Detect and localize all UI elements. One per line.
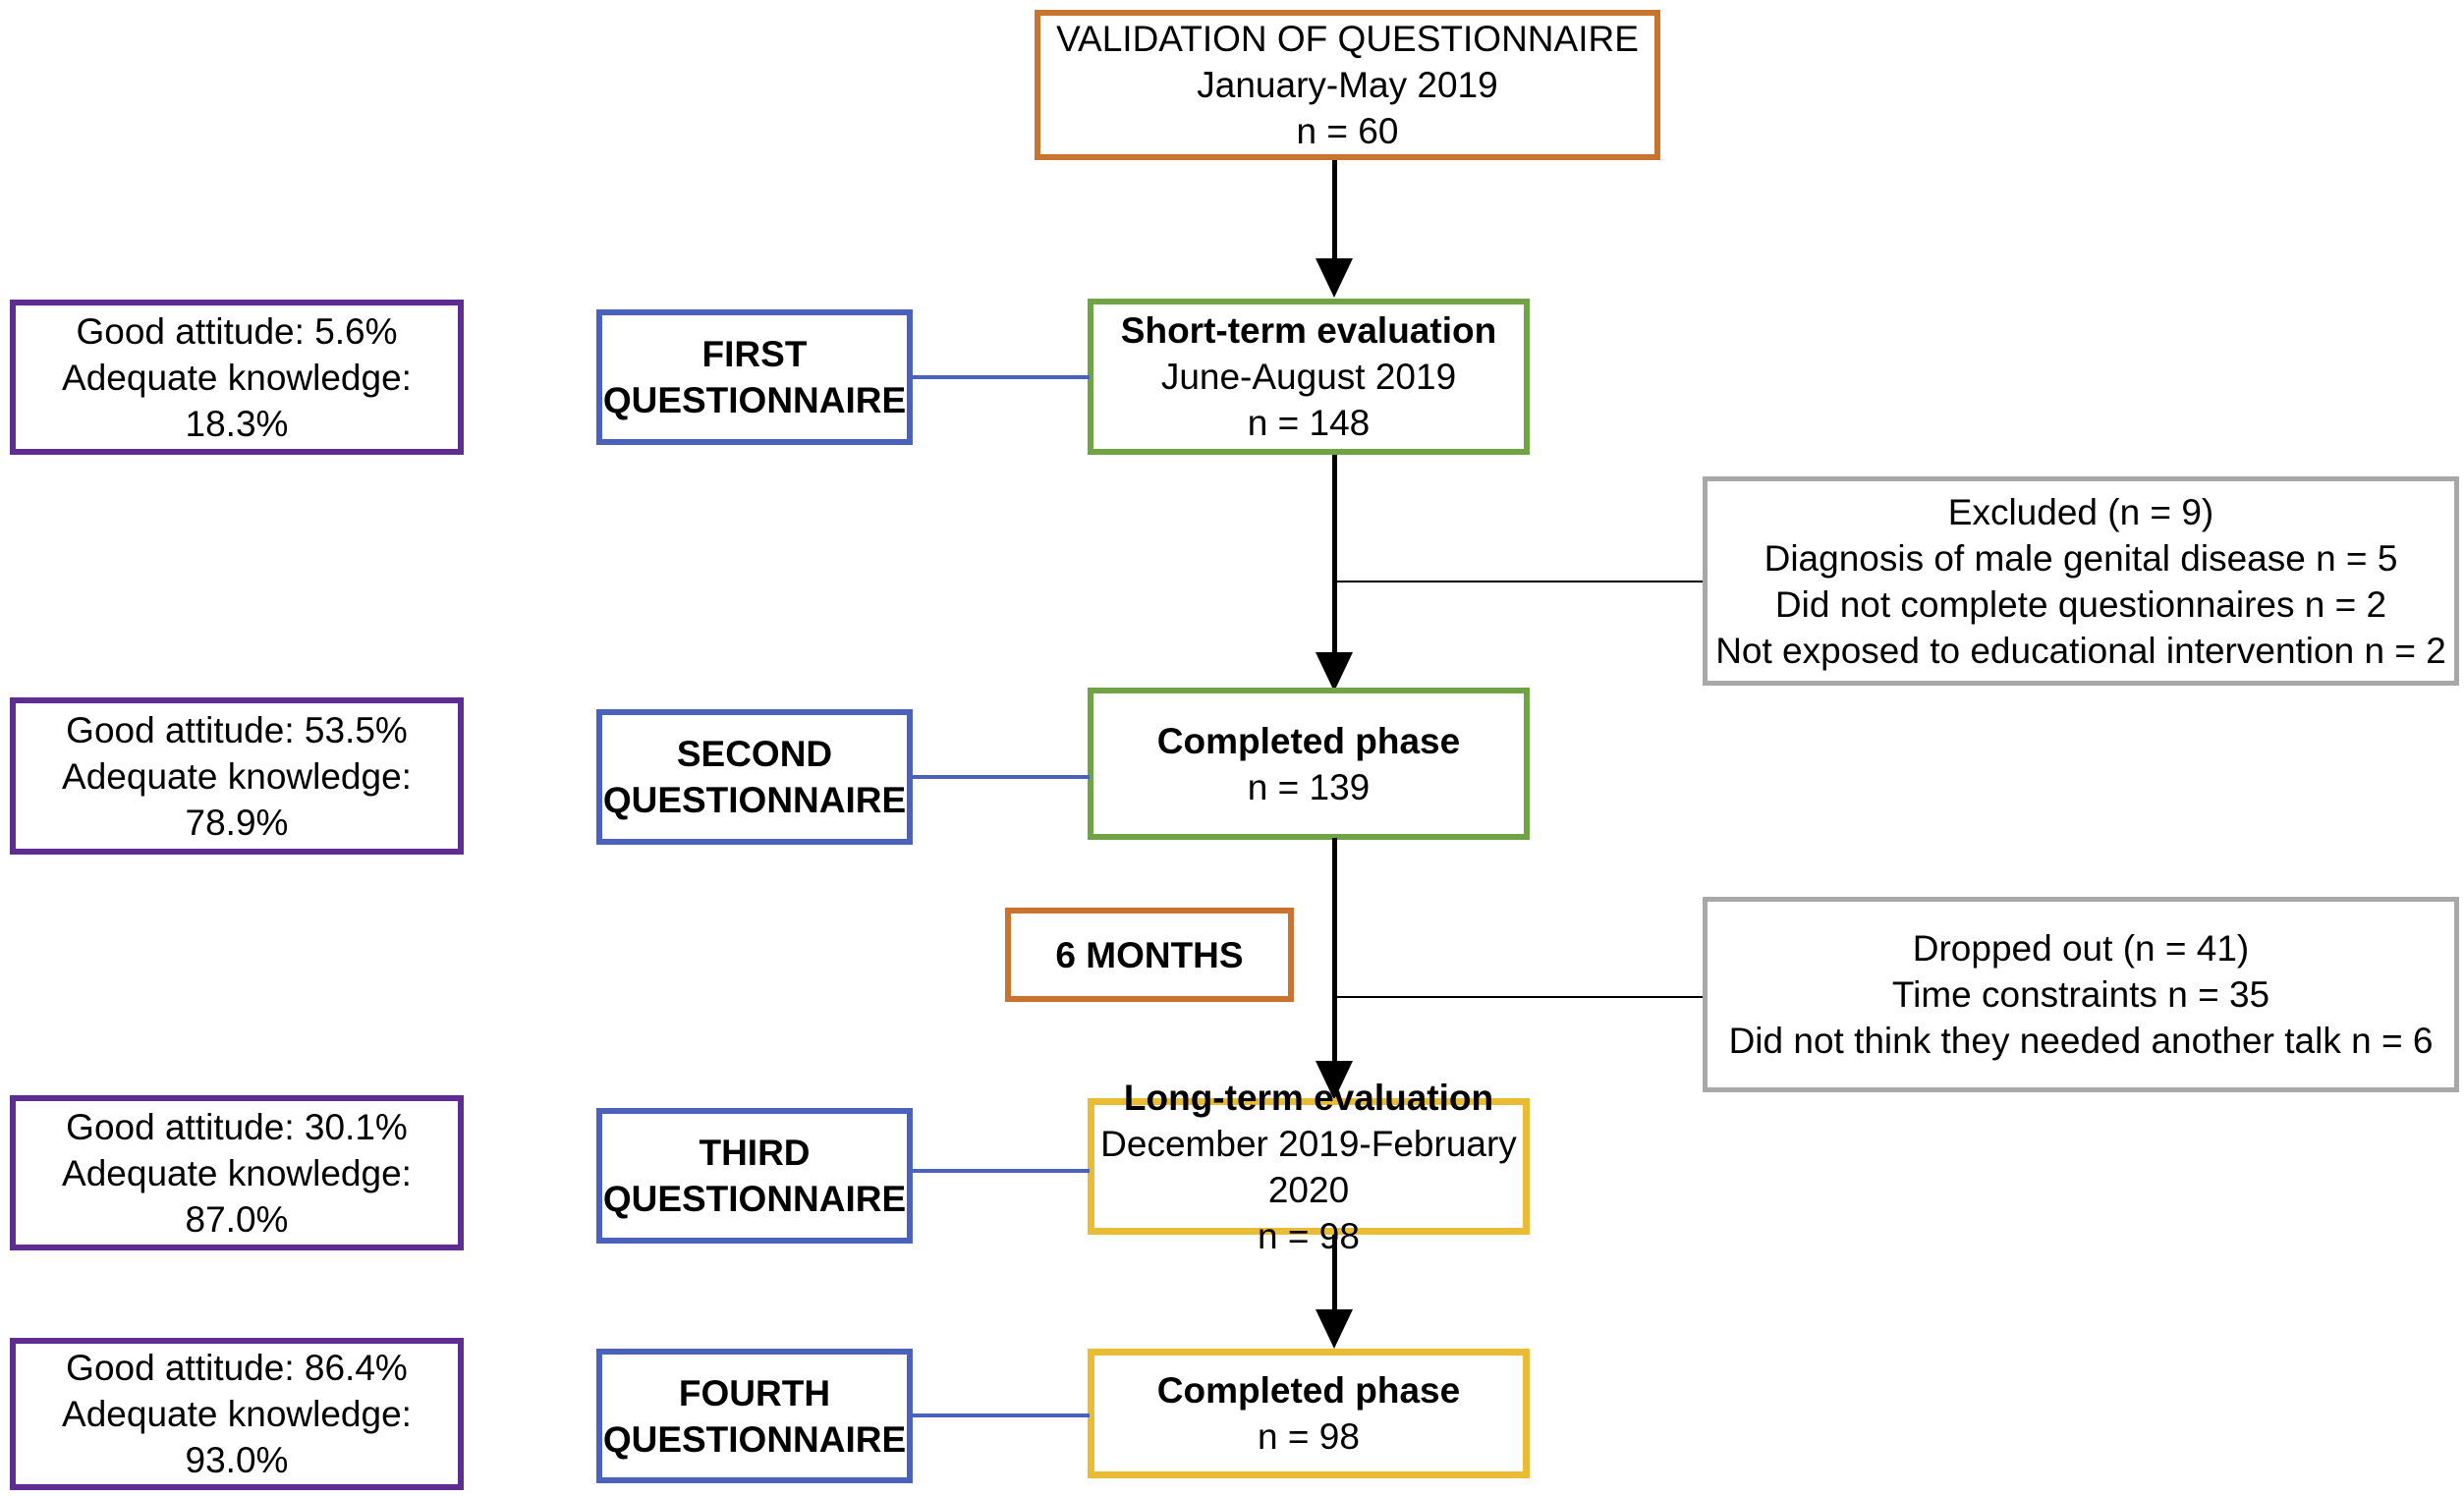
dropped-out-line-3: Did not think they needed another talk n…: [1728, 1021, 2434, 1061]
excluded-box: Excluded (n = 9) Diagnosis of male genit…: [1703, 476, 2459, 686]
results-1-knowledge: Adequate knowledge: 18.3%: [62, 357, 412, 444]
completed-phase-1-n: n = 139: [1247, 766, 1371, 807]
questionnaire-4-line-1: FOURTH: [678, 1372, 831, 1413]
branch-line-excluded: [1334, 581, 1703, 582]
connector-line-2: [911, 775, 1090, 779]
questionnaire-3-line-1: THIRD: [699, 1133, 811, 1173]
long-term-date: December 2019-February 2020: [1100, 1123, 1517, 1210]
excluded-line-1: Excluded (n = 9): [1947, 491, 2214, 532]
questionnaire-4-box: FOURTH QUESTIONNAIRE: [596, 1349, 913, 1483]
results-1-box: Good attitude: 5.6% Adequate knowledge: …: [10, 300, 464, 455]
completed-phase-2-n: n = 98: [1258, 1416, 1360, 1457]
flow-arrow-2-head: [1316, 652, 1353, 692]
validation-box: VALIDATION OF QUESTIONNAIRE January-May …: [1035, 10, 1660, 160]
results-2-knowledge: Adequate knowledge: 78.9%: [62, 755, 412, 843]
branch-line-dropped-out: [1334, 996, 1703, 998]
six-months-box: 6 MONTHS: [1005, 908, 1294, 1002]
short-term-evaluation-box: Short-term evaluation June-August 2019 n…: [1088, 299, 1530, 455]
validation-date: January-May 2019: [1197, 65, 1498, 105]
flow-arrow-1-stem: [1332, 160, 1337, 261]
completed-phase-1-box: Completed phase n = 139: [1088, 688, 1530, 840]
results-3-attitude: Good attitude: 30.1%: [66, 1106, 408, 1147]
questionnaire-2-line-1: SECOND: [676, 734, 833, 774]
results-2-box: Good attitude: 53.5% Adequate knowledge:…: [10, 697, 464, 855]
completed-phase-1-title: Completed phase: [1156, 720, 1461, 761]
completed-phase-2-title: Completed phase: [1156, 1370, 1461, 1411]
questionnaire-2-box: SECOND QUESTIONNAIRE: [596, 709, 913, 845]
results-1-attitude: Good attitude: 5.6%: [76, 310, 398, 352]
long-term-n: n = 98: [1258, 1215, 1360, 1256]
validation-n: n = 60: [1296, 111, 1399, 151]
flow-arrow-3-stem: [1332, 838, 1337, 1064]
questionnaire-1-line-1: FIRST: [701, 334, 808, 374]
dropped-out-line-2: Time constraints n = 35: [1891, 974, 2270, 1015]
connector-line-4: [911, 1413, 1090, 1417]
validation-title: VALIDATION OF QUESTIONNAIRE: [1056, 19, 1639, 59]
dropped-out-box: Dropped out (n = 41) Time constraints n …: [1703, 897, 2459, 1092]
questionnaire-3-box: THIRD QUESTIONNAIRE: [596, 1108, 913, 1244]
six-months-label: 6 MONTHS: [1055, 934, 1244, 975]
results-3-box: Good attitude: 30.1% Adequate knowledge:…: [10, 1095, 464, 1250]
dropped-out-line-1: Dropped out (n = 41): [1912, 928, 2250, 969]
results-4-attitude: Good attitude: 86.4%: [66, 1348, 408, 1388]
flow-arrow-4-stem: [1332, 1235, 1337, 1311]
completed-phase-2-box: Completed phase n = 98: [1088, 1349, 1530, 1478]
results-3-knowledge: Adequate knowledge: 87.0%: [62, 1152, 412, 1240]
questionnaire-1-line-2: QUESTIONNAIRE: [602, 380, 907, 420]
flow-arrow-1-head: [1316, 258, 1353, 298]
flow-arrow-2-stem: [1332, 455, 1337, 655]
excluded-line-3: Did not complete questionnaires n = 2: [1774, 583, 2387, 625]
questionnaire-3-line-2: QUESTIONNAIRE: [602, 1179, 907, 1219]
excluded-line-2: Diagnosis of male genital disease n = 5: [1764, 537, 2398, 579]
short-term-n: n = 148: [1247, 403, 1371, 443]
connector-line-3: [911, 1169, 1090, 1173]
questionnaire-4-line-2: QUESTIONNAIRE: [602, 1418, 907, 1460]
results-2-attitude: Good attitude: 53.5%: [66, 709, 408, 750]
long-term-title: Long-term evaluation: [1123, 1077, 1494, 1118]
long-term-evaluation-box: Long-term evaluation December 2019-Febru…: [1088, 1078, 1530, 1256]
flow-arrow-3-head: [1316, 1061, 1353, 1100]
flow-arrow-4-head: [1316, 1309, 1353, 1349]
results-4-box: Good attitude: 86.4% Adequate knowledge:…: [10, 1338, 464, 1490]
results-4-knowledge: Adequate knowledge: 93.0%: [62, 1394, 412, 1480]
excluded-line-4: Not exposed to educational intervention …: [1715, 630, 2446, 671]
short-term-date: June-August 2019: [1160, 357, 1457, 397]
connector-line-1: [911, 375, 1090, 379]
questionnaire-1-box: FIRST QUESTIONNAIRE: [596, 309, 913, 445]
short-term-title: Short-term evaluation: [1120, 310, 1497, 351]
questionnaire-2-line-2: QUESTIONNAIRE: [602, 780, 907, 820]
